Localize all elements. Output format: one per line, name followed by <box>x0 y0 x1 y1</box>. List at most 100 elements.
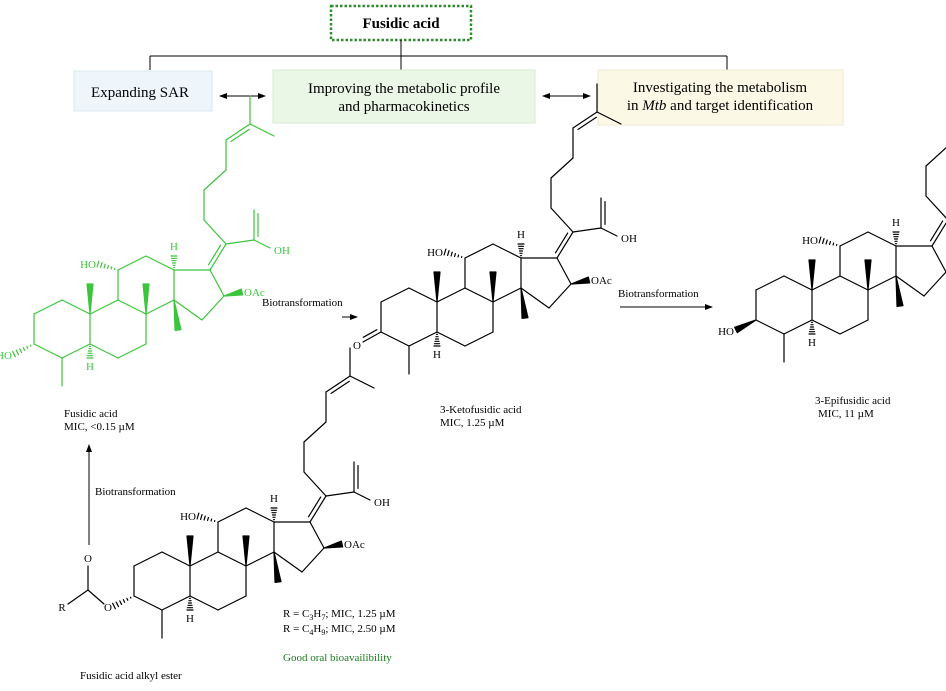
h13-label: H <box>170 241 178 253</box>
bond <box>211 519 212 521</box>
bond <box>573 228 601 232</box>
bond <box>104 264 105 268</box>
bond <box>250 124 274 136</box>
bond <box>226 240 254 244</box>
oac-label: OAc <box>344 539 365 551</box>
bond <box>218 508 246 522</box>
bond <box>310 522 324 548</box>
caption-keto-mic: MIC, 1.25 µM <box>440 417 505 429</box>
wedge-bond <box>243 536 249 566</box>
bond <box>932 220 946 246</box>
oac-label: OAc <box>591 275 612 287</box>
wedge-bond <box>571 277 590 284</box>
arrow-to-epi: Biotransformation <box>618 288 712 307</box>
arrow-to-keto-label: Biotransformation <box>262 297 343 309</box>
bond <box>162 596 190 610</box>
bond <box>601 228 617 236</box>
bond <box>326 492 354 496</box>
bond <box>840 276 868 290</box>
bond <box>23 348 24 351</box>
bond <box>868 276 896 290</box>
bond <box>784 276 812 290</box>
ester-note-r1: R = C3H7; MIC, 1.25 µM <box>283 608 396 622</box>
box-mtb-target-line1: Investigating the metabolism <box>633 80 807 96</box>
bond <box>573 112 597 128</box>
bond <box>784 320 812 334</box>
bond <box>34 344 62 358</box>
bond <box>557 258 571 284</box>
bond <box>120 601 122 605</box>
page-title: Fusidic acid <box>362 16 440 32</box>
bond <box>116 602 118 606</box>
bond <box>68 590 88 604</box>
bond <box>409 288 437 302</box>
ho3-label: HO <box>0 350 12 362</box>
wedge-bond <box>187 536 193 566</box>
bond <box>493 244 521 258</box>
h5-label: H <box>186 613 194 625</box>
box-mtb-target-line2: in Mtb and target identification <box>627 98 814 114</box>
box-metabolic-profile-line2: and pharmacokinetics <box>338 99 469 115</box>
bond <box>62 344 90 358</box>
caption-keto: 3-Ketofusidic acid <box>440 404 522 416</box>
bond <box>830 242 831 245</box>
arrow-to-epi-label: Biotransformation <box>618 288 699 300</box>
caption-epi-mic: MIC, 11 µM <box>818 408 874 420</box>
arrow-to-keto: Biotransformation <box>262 297 357 317</box>
bond <box>448 251 449 256</box>
bond <box>118 344 146 358</box>
bond <box>246 508 274 522</box>
bond <box>202 296 224 320</box>
h5-label: H <box>433 349 441 361</box>
bond <box>926 146 946 166</box>
bond <box>204 170 226 190</box>
bond <box>493 288 521 302</box>
bond <box>20 349 22 353</box>
bond <box>34 300 62 314</box>
bond <box>833 243 834 245</box>
bond <box>90 344 118 358</box>
bond <box>210 270 224 296</box>
ester-note-r2: R = C4H9; MIC, 2.50 µM <box>283 623 396 637</box>
bond <box>304 422 326 442</box>
bond <box>932 246 946 272</box>
bond <box>90 300 118 314</box>
bond <box>302 548 324 572</box>
bond <box>926 196 946 220</box>
ho11-label: HO <box>427 247 443 259</box>
bond <box>218 596 246 610</box>
bond <box>190 552 218 566</box>
ketone-o-label: O <box>353 340 361 352</box>
bond <box>924 272 946 296</box>
bond <box>310 496 326 522</box>
bond <box>88 590 104 604</box>
caption-ester: Fusidic acid alkyl ester <box>80 670 182 682</box>
bond <box>134 596 162 610</box>
caption-fusidic-acid-mic: MIC, <0.15 µM <box>64 421 135 433</box>
bond <box>146 256 174 270</box>
wedge-bond <box>865 260 871 290</box>
oh-label: OH <box>274 245 290 257</box>
wedge-bond <box>87 284 93 314</box>
bond <box>756 276 784 290</box>
bond <box>381 332 409 346</box>
h5-label: H <box>86 361 94 373</box>
bond <box>208 518 209 521</box>
h13-label: H <box>892 217 900 229</box>
bond <box>458 255 459 257</box>
bond <box>381 288 409 302</box>
ho11-label: HO <box>80 259 96 271</box>
bond <box>146 300 174 314</box>
wedge-bond <box>490 272 496 302</box>
bond <box>840 320 868 334</box>
bond <box>557 232 573 258</box>
ho11-label: HO <box>802 235 818 247</box>
h13-label: H <box>270 493 278 505</box>
bond <box>465 332 493 346</box>
bond <box>101 263 102 268</box>
bond <box>197 513 199 519</box>
caption-epi: 3-Epifusidic acid <box>815 395 891 407</box>
